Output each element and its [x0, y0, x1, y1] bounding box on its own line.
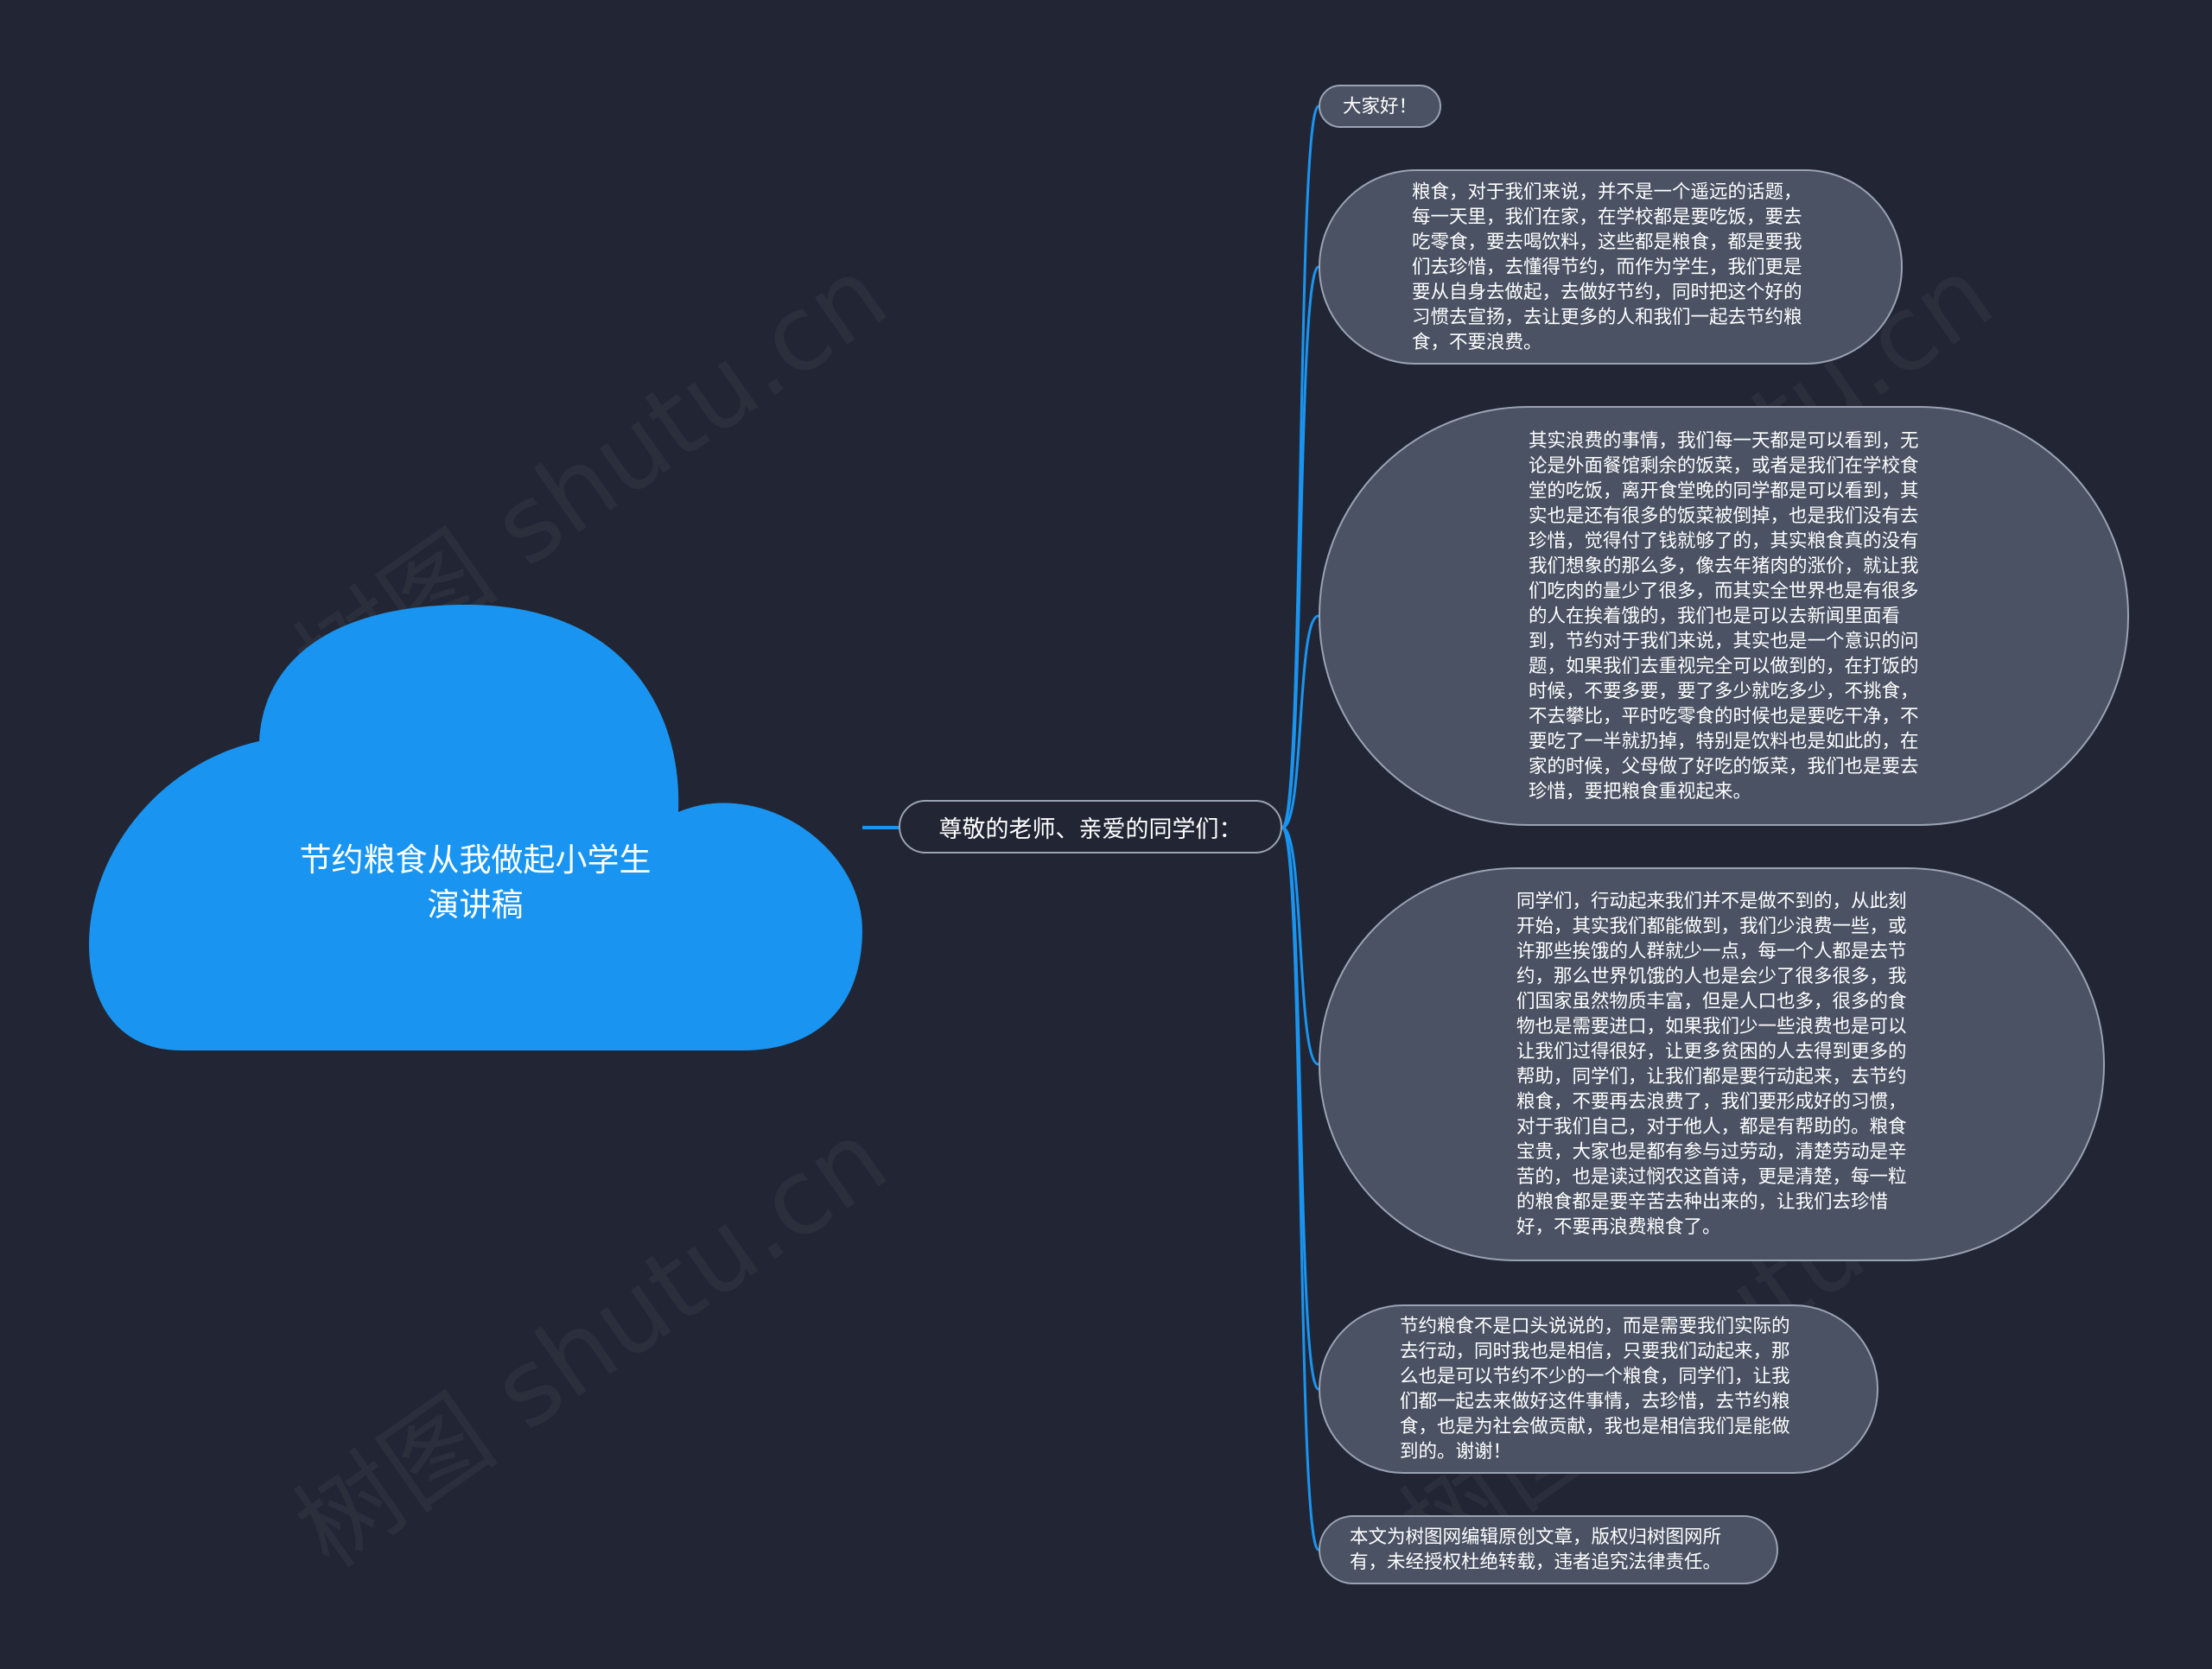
leaf-node-text: 其实浪费的事情，我们每一天都是可以看到，无论是外面餐馆剩余的饭菜，或者是我们在学… — [1529, 429, 1919, 803]
leaf-node-copyright[interactable]: 本文为树图网编辑原创文章，版权归树图网所有，未经授权杜绝转载，违者追究法律责任。 — [1319, 1515, 1778, 1584]
leaf-node-text: 同学们，行动起来我们并不是做不到的，从此刻开始，其实我们都能做到，我们少浪费一些… — [1516, 891, 1907, 1238]
branch-node-label: 尊敬的老师、亲爱的同学们： — [938, 815, 1243, 843]
leaf-node-text: 大家好！ — [1342, 95, 1417, 117]
branch-node[interactable]: 尊敬的老师、亲爱的同学们： — [899, 800, 1282, 854]
leaf-node-paragraph-3[interactable]: 同学们，行动起来我们并不是做不到的，从此刻开始，其实我们都能做到，我们少浪费一些… — [1319, 867, 2105, 1261]
root-title-line-2: 演讲稿 — [427, 886, 524, 923]
connector-branch-leaf-3 — [1281, 614, 1319, 829]
leaf-node-greeting[interactable]: 大家好！ — [1319, 85, 1441, 128]
leaf-node-paragraph-1[interactable]: 粮食，对于我们来说，并不是一个遥远的话题，每一天里，我们在家，在学校都是要吃饭，… — [1319, 169, 1903, 365]
connector-branch-leaf-6 — [1281, 826, 1320, 1552]
connector-branch-leaf-5 — [1281, 826, 1320, 1391]
leaf-node-paragraph-2[interactable]: 其实浪费的事情，我们每一天都是可以看到，无论是外面餐馆剩余的饭菜，或者是我们在学… — [1319, 406, 2129, 826]
leaf-node-text: 节约粮食不是口头说说的，而是需要我们实际的去行动，同时我也是相信，只要我们动起来… — [1400, 1316, 1790, 1463]
connector-branch-leaf-2 — [1281, 265, 1320, 829]
root-cloud[interactable] — [89, 605, 863, 1050]
leaf-node-text: 粮食，对于我们来说，并不是一个遥远的话题，每一天里，我们在家，在学校都是要吃饭，… — [1412, 181, 1802, 353]
root-title-line-1: 节约粮食从我做起小学生 — [299, 841, 652, 879]
connector-branch-leaf-4 — [1281, 826, 1319, 1066]
leaf-node-paragraph-4[interactable]: 节约粮食不是口头说说的，而是需要我们实际的去行动，同时我也是相信，只要我们动起来… — [1319, 1304, 1878, 1474]
leaf-node-text: 本文为树图网编辑原创文章，版权归树图网所有，未经授权杜绝转载，违者追究法律责任。 — [1350, 1526, 1722, 1573]
root-node-title[interactable]: 节约粮食从我做起小学生 演讲稿 — [259, 838, 691, 928]
